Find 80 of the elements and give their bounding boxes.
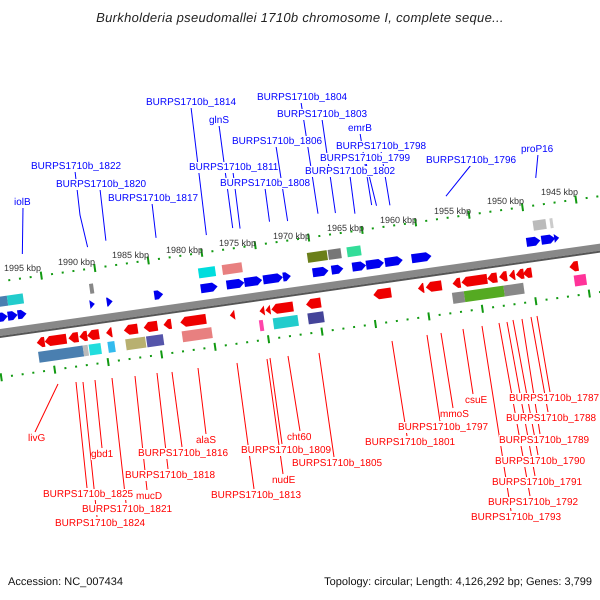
leader-line [74, 170, 88, 248]
gene-label: cht60 [287, 432, 312, 442]
leader-line [536, 316, 550, 392]
leader-line [198, 368, 206, 434]
leader-line [266, 358, 284, 474]
gene-label: nudE [272, 474, 296, 486]
gene-label: BURPS1710b_1803 [277, 108, 368, 120]
gene-label: BURPS1710b_1808 [220, 178, 310, 188]
gene-label: BURPS1710b_1814 [146, 96, 236, 108]
gene-label: BURPS1710b_1798 [336, 140, 426, 152]
gene-label: iolB [14, 196, 31, 208]
scale-label: 1990 kbp [58, 257, 96, 267]
leader-line [264, 188, 270, 222]
gene-label: BURPS1710b_1801 [365, 436, 456, 448]
gene-label: BURPS1710b_1787 [509, 392, 600, 404]
leader-line [22, 206, 24, 254]
gene-label: BURPS1710b_1797 [398, 422, 488, 432]
gene-label: livG [28, 432, 46, 444]
leader-line [94, 380, 102, 448]
gene-label: mmoS [440, 408, 469, 420]
gene-label: emrB [348, 122, 372, 134]
leader-line [462, 328, 474, 394]
gene-label: BURPS1710b_1788 [506, 412, 596, 424]
leader-line [76, 382, 88, 488]
gene-label: BURPS1710b_1792 [488, 496, 578, 508]
leader-line [156, 372, 168, 470]
gene-label: BURPS1710b_1790 [495, 456, 586, 466]
leader-line [288, 356, 300, 432]
scale-label: 1945 kbp [541, 187, 578, 197]
gene-label: csuE [465, 394, 488, 406]
leader-line [270, 358, 282, 444]
gene-label: BURPS1710b_1805 [292, 458, 382, 468]
leader-line [34, 384, 58, 432]
leader-line [112, 378, 126, 504]
gene-label: proP16 [521, 144, 554, 154]
scale-label: 1960 kbp [380, 215, 418, 225]
gene-label: BURPS1710b_1796 [426, 154, 516, 166]
gene-label: BURPS1710b_1824 [55, 518, 146, 528]
leader-line [236, 362, 254, 490]
leader-line [190, 106, 207, 236]
leader-line [426, 334, 440, 422]
gene-label: alaS [196, 434, 216, 446]
leader-line [172, 372, 182, 448]
genome-info-text: Topology: circular; Length: 4,126,292 bp; Genes: 3,799 [324, 576, 592, 589]
gene-label: BURPS1710b_1822 [31, 160, 122, 172]
gene-label: BURPS1710b_1818 [125, 470, 216, 480]
leader-line [318, 352, 334, 458]
gene-label: BURPS1710b_1804 [257, 92, 348, 102]
leader-line [152, 202, 157, 238]
leader-line [530, 316, 548, 412]
gene-label: BURPS1710b_1813 [211, 490, 302, 500]
scale-label: 1955 kbp [434, 206, 472, 216]
leader-line [440, 332, 454, 408]
accession-text: Accession: NC_007434 [8, 576, 123, 589]
title: Burkholderia pseudomallei 1710b chromosome I, complete seque... [95, 10, 505, 25]
gene-label: BURPS1710b_1821 [82, 504, 172, 514]
scale-label: 1985 kbp [112, 250, 150, 260]
gene-label: BURPS1710b_1791 [492, 476, 582, 488]
scale-label: 1995 kbp [4, 263, 42, 273]
gene-label: gbd1 [91, 448, 114, 460]
gene-label: BURPS1710b_1789 [499, 434, 590, 446]
gene-label: BURPS1710b_1802 [305, 166, 396, 176]
leader-line [350, 176, 356, 214]
gene-label: mucD [136, 490, 162, 502]
gene-label: BURPS1710b_1793 [471, 512, 562, 522]
gene-label: BURPS1710b_1809 [241, 444, 332, 456]
leader-line [535, 154, 538, 178]
gene-label: BURPS1710b_1817 [108, 192, 198, 204]
gene-label: BURPS1710b_1816 [138, 448, 228, 458]
gene-label: BURPS1710b_1811 [189, 162, 278, 172]
scale-label: 1950 kbp [487, 196, 524, 206]
gene-label: BURPS1710b_1806 [232, 136, 322, 146]
gene-label: BURPS1710b_1825 [43, 488, 134, 500]
leader-line [445, 164, 472, 197]
gene-label: BURPS1710b_1799 [320, 152, 410, 164]
gene-label: BURPS1710b_1820 [56, 178, 146, 190]
gene-label: glnS [209, 114, 230, 126]
leader-line [100, 188, 106, 242]
scale-label: 1980 kbp [166, 245, 204, 255]
leader-line [392, 340, 408, 436]
